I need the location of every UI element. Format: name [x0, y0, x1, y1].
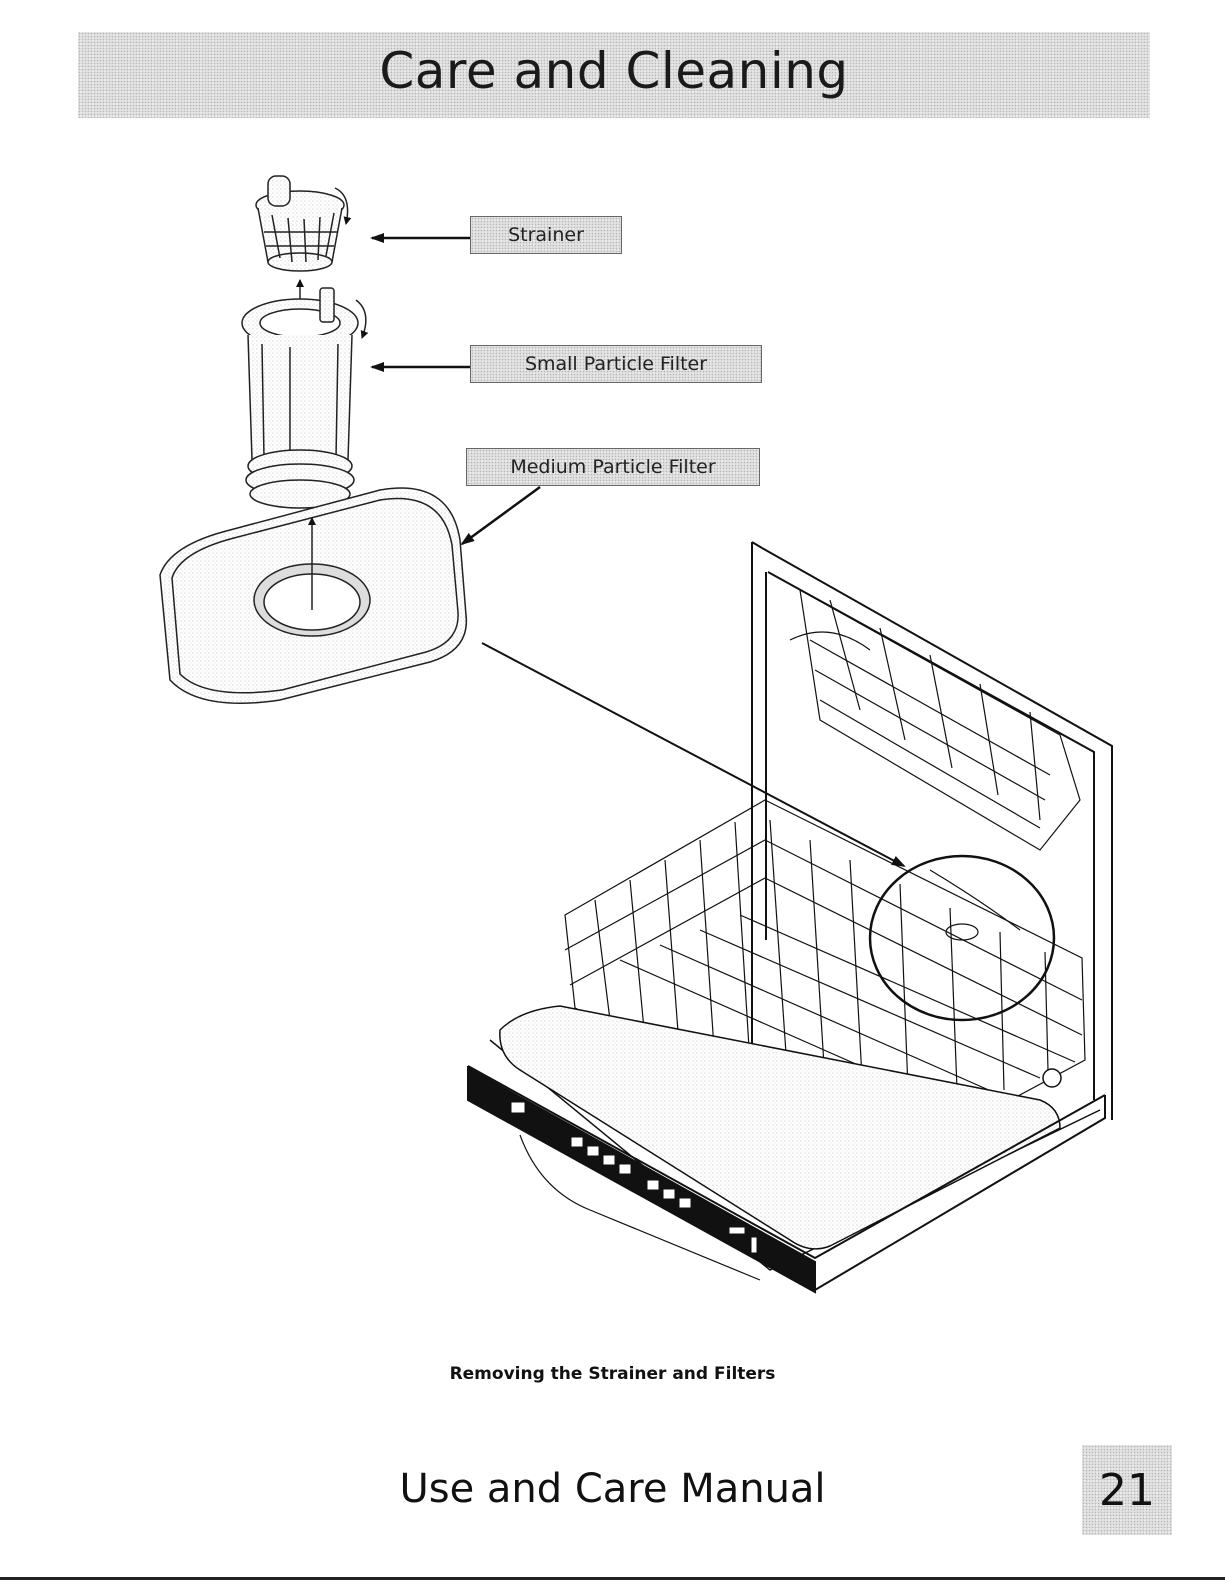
small-particle-filter-callout: Small Particle Filter: [470, 345, 762, 383]
bottom-rule: [0, 1577, 1225, 1580]
figure-caption: Removing the Strainer and Filters: [0, 1364, 1225, 1384]
dishwasher-body: [468, 542, 1112, 1292]
medium-particle-filter-part: [160, 488, 466, 703]
dishwasher-filter-illustration: [0, 0, 1225, 1330]
small-particle-filter-part: [242, 288, 366, 508]
page-number: 21: [1099, 1465, 1155, 1516]
medium-particle-filter-callout: Medium Particle Filter: [466, 448, 760, 486]
page-number-box: 21: [1082, 1445, 1172, 1535]
footer-manual-title: Use and Care Manual: [0, 1466, 1225, 1512]
strainer-callout: Strainer: [470, 216, 622, 254]
